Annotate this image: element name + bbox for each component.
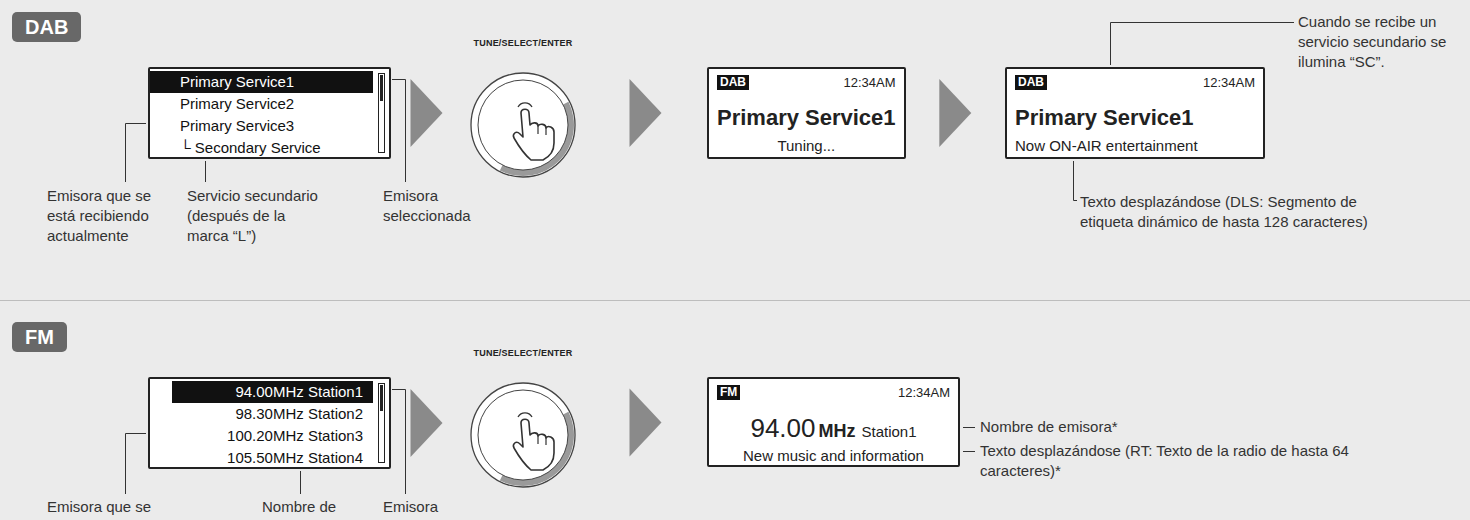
selected-station: 94.00MHz Station1 (172, 381, 373, 403)
control-knob: TUNE/SELECT/ENTER (462, 38, 584, 188)
band-label: DAB (25, 16, 68, 38)
callout-text: Servicio secundario (después de la marca… (187, 186, 327, 246)
divider-line (0, 300, 1470, 301)
band-indicator: DAB (1015, 75, 1047, 90)
band-indicator: FM (717, 385, 740, 400)
radio-display: DAB 12:34AM Primary Service1Now ON-AIR ent… (1005, 67, 1265, 159)
leader-line (300, 471, 301, 494)
flow-arrow (630, 389, 662, 457)
scrolling-text: Now ON-AIR entertainment (1015, 137, 1198, 154)
callout-text: Cuando se recibe un servicio secundario … (1298, 12, 1466, 72)
flow-arrow (411, 389, 443, 457)
flow-arrow (939, 79, 971, 147)
callout-text: Emisora que se (47, 497, 177, 517)
clock-time: 12:34AM (844, 75, 896, 90)
station-name: Primary Service1 (717, 105, 896, 130)
station-item: 100.20MHz Station3 (172, 425, 373, 447)
knob-outline (462, 366, 584, 498)
leader-line (205, 161, 206, 182)
callout-text: Texto desplazándose (RT: Texto de la rad… (980, 441, 1350, 481)
leader-line (126, 124, 147, 183)
station-name: MHz (819, 421, 856, 441)
knob-outline (462, 56, 584, 188)
station-list-display: 94.00MHz Station198.30MHz Station2100.20… (148, 377, 391, 469)
scrollbar (378, 73, 385, 153)
leader-line (1074, 161, 1078, 201)
callout-text: Texto desplazándose (DLS: Segmento de et… (1080, 192, 1410, 232)
hand-icon (513, 103, 554, 160)
station-list-display: Primary Service1Primary Service2Primary … (148, 67, 391, 159)
clock-time: 12:34AM (898, 385, 950, 400)
hand-icon (513, 413, 554, 470)
station-item: 105.50MHz Station4 (172, 447, 373, 469)
callout-text: Emisora seleccionada (383, 186, 478, 226)
clock-time: 12:34AM (1203, 75, 1255, 90)
station-name: Primary Service1 (1015, 105, 1194, 130)
leader-line (963, 451, 975, 452)
station-item: 98.30MHz Station2 (172, 403, 373, 425)
callout-text: Nombre de emisora* (980, 417, 1280, 437)
radio-display: DAB 12:34AM Primary Service1Tuning... (707, 67, 906, 159)
control-knob: TUNE/SELECT/ENTER (462, 348, 584, 498)
leader-line (126, 434, 147, 495)
radio-display: FM 12:34AM 94.00MHz Station1New music and i… (707, 377, 960, 467)
flow-arrow (411, 79, 443, 147)
scrollbar (378, 383, 385, 463)
band-indicator: DAB (717, 75, 749, 90)
callout-text: Emisora que se está recibiendo actualmen… (47, 186, 159, 246)
band-tag: DAB (12, 12, 81, 42)
knob-label: TUNE/SELECT/ENTER (462, 348, 584, 358)
band-label: FM (25, 326, 54, 348)
station-item: Primary Service3 (150, 115, 373, 137)
flow-arrow (630, 79, 662, 147)
band-tag: FM (12, 322, 67, 352)
station-name: Station1 (862, 423, 917, 440)
leader-line (963, 427, 975, 428)
scrolling-text: New music and information (743, 447, 924, 464)
leader-line (1111, 23, 1295, 66)
callout-text: Nombre de (262, 497, 372, 517)
scrolling-text: Tuning... (777, 137, 835, 154)
knob-label: TUNE/SELECT/ENTER (462, 38, 584, 48)
station-item: Primary Service2 (150, 93, 373, 115)
leader-line (392, 390, 406, 495)
station-name: 94.00 (750, 413, 815, 443)
callout-text: Emisora (383, 497, 478, 517)
leader-line (392, 80, 406, 183)
station-item: └ Secondary Service (150, 137, 373, 159)
selected-station: Primary Service1 (150, 71, 373, 93)
